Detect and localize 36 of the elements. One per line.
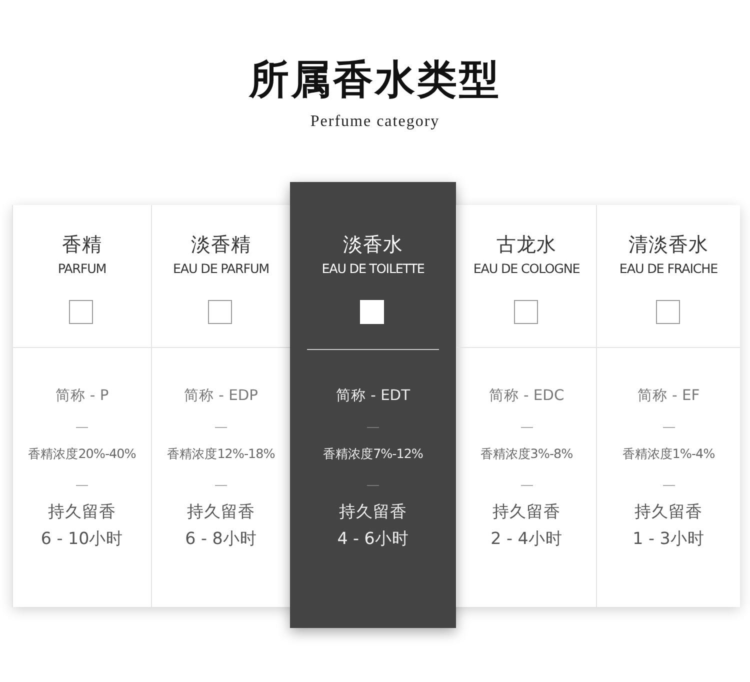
concentration: 香精浓度20%-40% [28, 446, 136, 463]
duration-hours: 2 - 4小时 [490, 528, 562, 550]
abbreviation: 简称 - EDC [488, 386, 564, 405]
duration-label: 持久留香 [339, 501, 407, 523]
english-name: PARFUM [58, 261, 106, 276]
english-name: EAU DE COLOGNE [473, 261, 580, 276]
category-column [12, 205, 151, 607]
duration-hours: 1 - 3小时 [632, 528, 704, 550]
english-name: EAU DE PARFUM [172, 261, 270, 276]
duration-label: 持久留香 [187, 501, 255, 523]
type-name: 清淡香水 [628, 232, 708, 258]
duration-label: 持久留香 [48, 501, 116, 523]
english-name: EAU DE TOILETTE [322, 261, 424, 276]
abbreviation: 简称 - EDP [184, 386, 258, 405]
duration-label: 持久留香 [634, 501, 702, 523]
concentration: 香精浓度12%-18% [167, 446, 275, 463]
abbreviation: 简称 - P [55, 386, 109, 405]
type-name: 淡香精 [191, 232, 251, 258]
concentration: 香精浓度7%-12% [323, 446, 423, 463]
abbreviation: 简称 - EDT [336, 386, 410, 405]
type-name: 香精 [62, 232, 102, 258]
concentration: 香精浓度1%-4% [622, 446, 715, 463]
category-column [456, 205, 596, 607]
type-name: 古龙水 [496, 232, 556, 258]
highlighted-column [290, 182, 456, 628]
concentration: 香精浓度3%-8% [480, 446, 573, 463]
duration-hours: 6 - 8小时 [185, 528, 257, 550]
abbreviation: 简称 - EF [637, 386, 700, 405]
english-name: EAU DE FRAICHE [619, 261, 718, 276]
duration-label: 持久留香 [492, 501, 560, 523]
category-column [596, 205, 740, 607]
duration-hours: 6 - 10小时 [40, 528, 124, 550]
duration-hours: 4 - 6小时 [337, 528, 409, 550]
type-name: 淡香水 [343, 232, 403, 258]
title: 所属香水类型 [248, 55, 502, 105]
subtitle: Perfume category [309, 113, 441, 131]
